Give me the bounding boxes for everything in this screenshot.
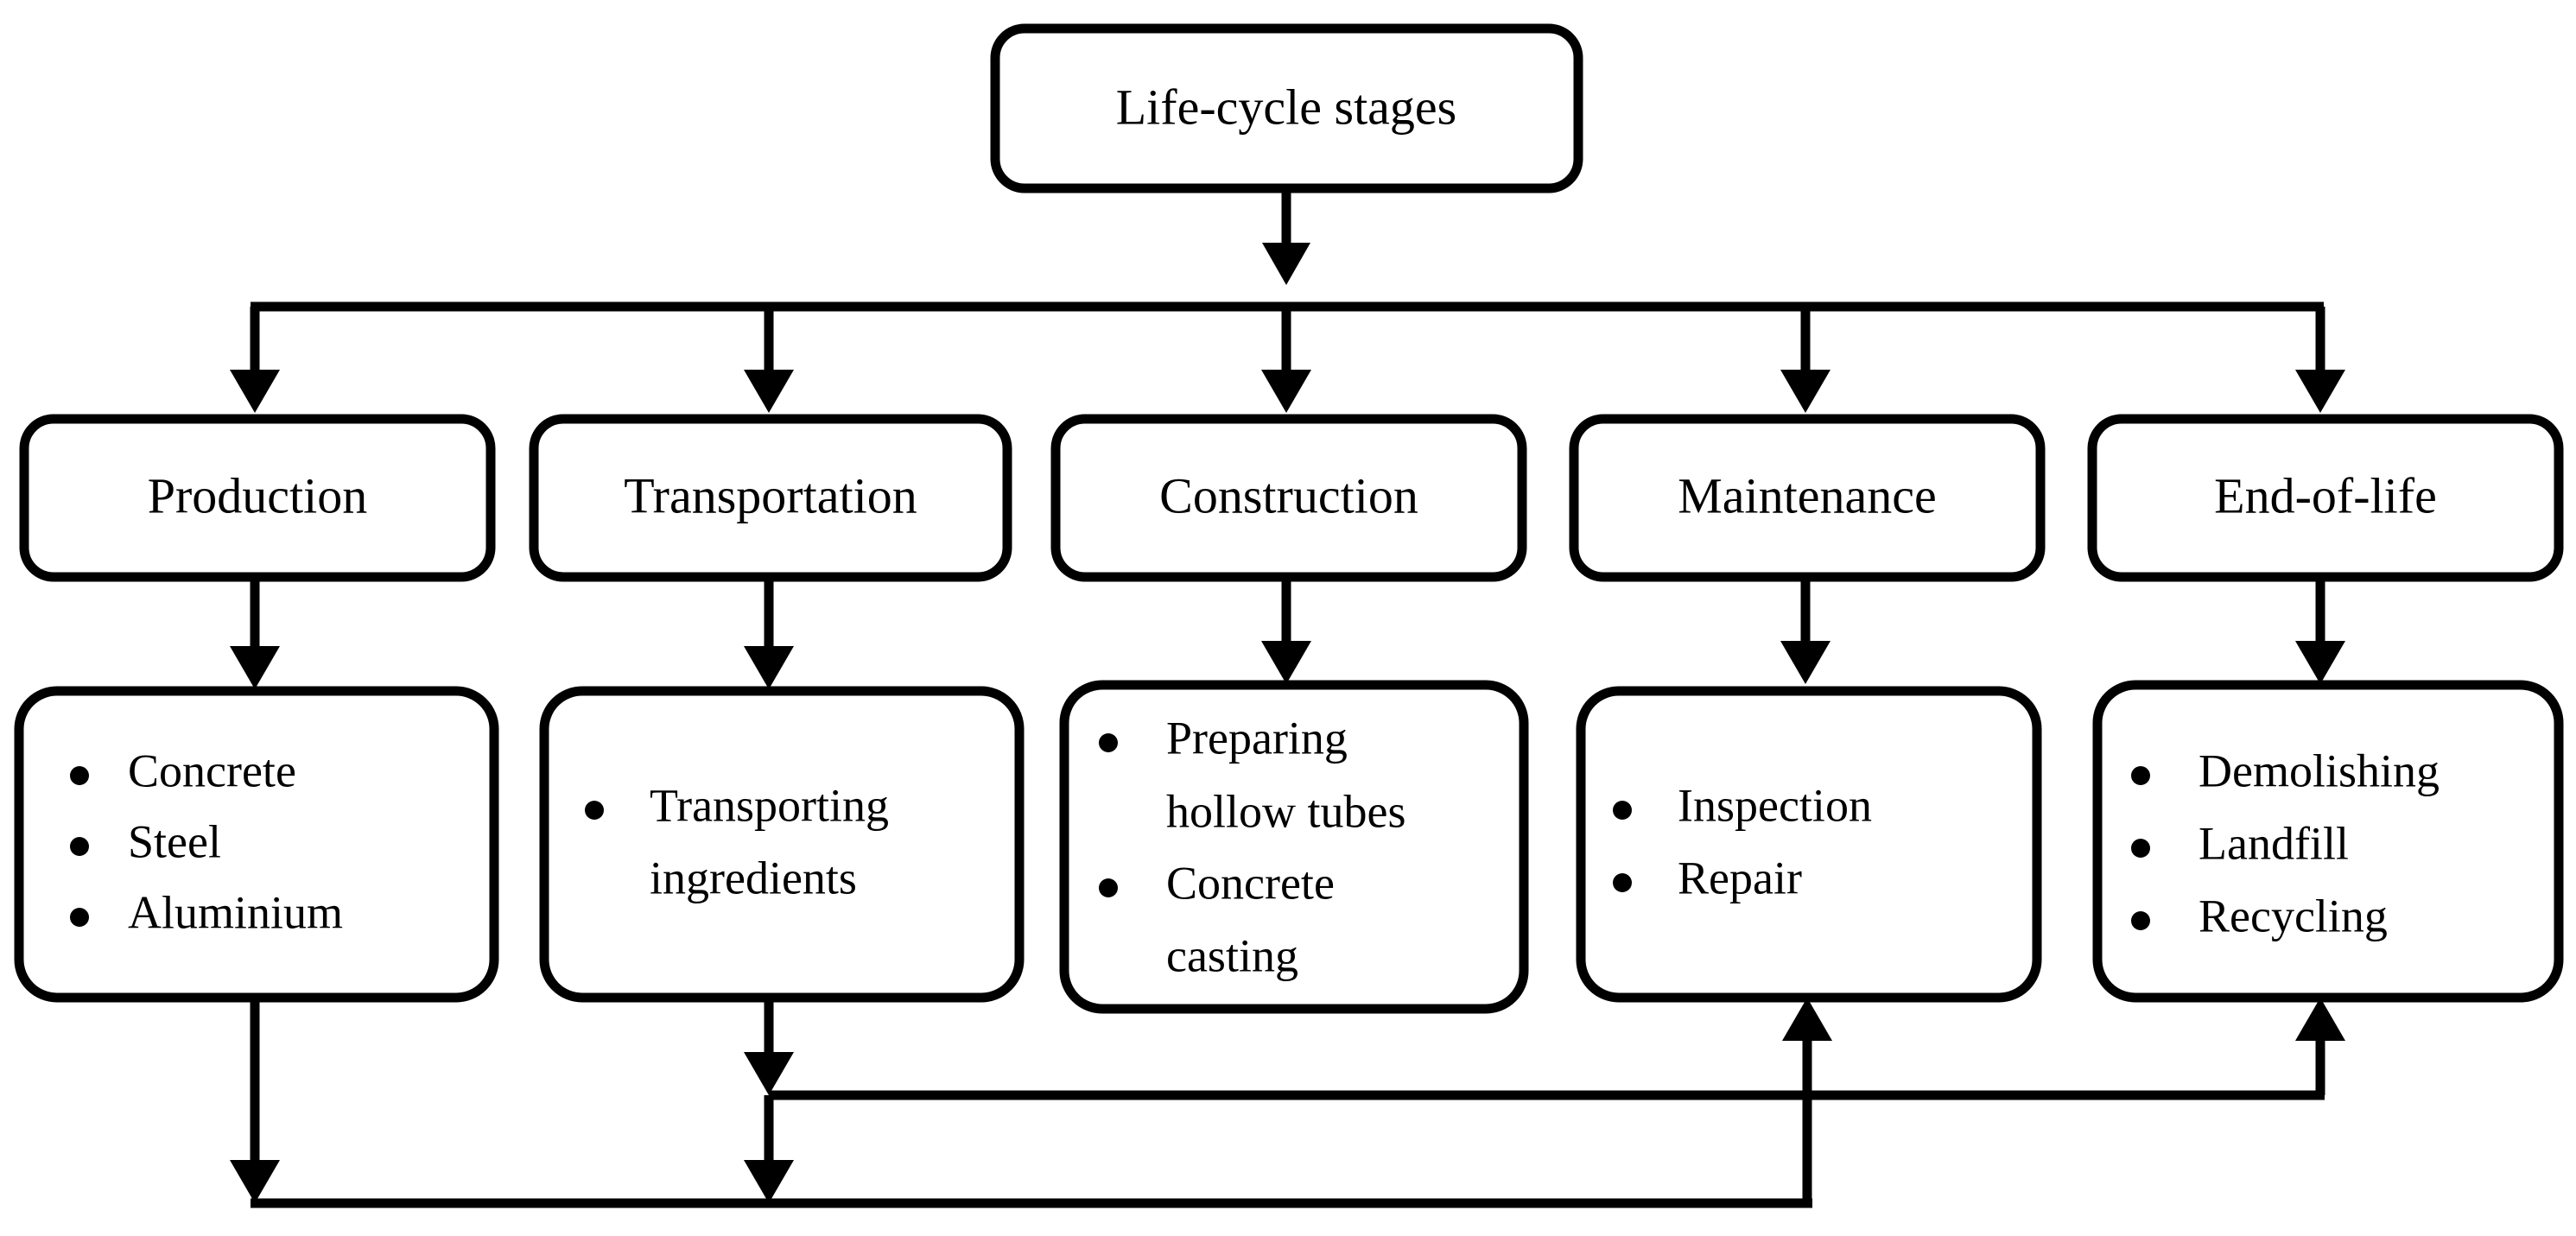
bullet-icon [2131,766,2150,785]
root-label: Life-cycle stages [1116,79,1457,135]
arrow-down-icon [230,1160,280,1203]
bullet-icon [2131,911,2150,930]
arrow-down-icon [744,370,794,413]
arrow-down-icon [1261,641,1311,684]
connector-construction-to-details [1261,577,1311,684]
node-stage-transportation[interactable]: Transportation [529,414,1012,582]
stage-endoflife-box [2087,414,2564,582]
detail-item-text: Aluminium [128,886,343,938]
detail-item-text: Concrete [1166,857,1335,909]
arrow-down-icon [1262,243,1310,285]
connector-endoflife-to-details [2295,577,2345,684]
arrow-down-icon [230,646,280,689]
arrow-down-icon [744,646,794,689]
connector-maintenance-to-details [1780,577,1830,684]
bullet-icon [1613,801,1632,820]
node-details-production[interactable]: Concrete Steel Aluminium [14,686,499,1003]
connector-production-feedback [230,998,280,1203]
bullet-icon [70,766,89,785]
detail-item-text: Concrete [128,745,296,796]
node-stage-maintenance[interactable]: Maintenance [1569,414,2046,582]
distribution-bus [230,301,2345,413]
arrow-down-icon [744,1160,794,1203]
details-maintenance-box [1576,686,2042,1003]
bullet-icon [70,837,89,856]
arrow-down-icon [1780,370,1830,413]
node-stage-endoflife[interactable]: End-of-life [2087,414,2564,582]
connector-production-to-details [230,577,280,689]
bullet-icon [1613,873,1632,892]
node-details-endoflife[interactable]: Demolishing Landfill Recycling [2092,680,2564,1003]
connector-transportation-feedback [744,998,794,1203]
detail-item-text-cont: casting [1166,929,1298,981]
detail-item-text-cont: hollow tubes [1166,785,1406,837]
detail-item-text: Inspection [1678,779,1872,831]
stage-endoflife-label: End-of-life [2214,467,2437,523]
node-root[interactable]: Life-cycle stages [990,23,1583,193]
connector-root-to-bus [1262,188,1310,285]
bullet-icon [1099,733,1118,752]
bullet-icon [2131,839,2150,858]
arrow-down-icon [2295,370,2345,413]
arrow-down-icon [744,1052,794,1095]
detail-item-text: Steel [128,815,221,867]
return-line-bottom [251,998,1832,1208]
node-details-transportation[interactable]: Transporting ingredients [539,686,1025,1003]
bullet-icon [585,801,604,820]
node-details-maintenance[interactable]: Inspection Repair [1576,686,2042,1003]
detail-item-text: Demolishing [2198,745,2440,796]
stage-production-label: Production [148,467,368,523]
arrow-down-icon [1780,641,1830,684]
detail-item-text: Recycling [2198,890,2388,941]
arrow-down-icon [1261,370,1311,413]
details-production-box [14,686,499,1003]
details-endoflife-box [2092,680,2564,1003]
arrow-up-icon [2295,998,2345,1041]
detail-item-text: Landfill [2198,817,2349,869]
detail-item-text: Preparing [1166,712,1348,764]
detail-item-text: Repair [1678,852,1802,903]
stage-transportation-label: Transportation [624,467,917,523]
stage-construction-label: Construction [1159,467,1418,523]
connector-transportation-to-details [744,577,794,689]
bullet-icon [1099,878,1118,897]
arrow-up-icon [1782,998,1832,1041]
bullet-icon [70,908,89,927]
detail-item-text: Transporting [650,779,889,831]
arrow-down-icon [2295,641,2345,684]
arrow-down-icon [230,370,280,413]
node-stage-production[interactable]: Production [19,414,496,582]
details-construction-box [1059,680,1529,1014]
stage-maintenance-label: Maintenance [1678,467,1937,523]
details-transportation-box [539,686,1025,1003]
return-line-upper [769,998,2345,1100]
node-stage-construction[interactable]: Construction [1050,414,1527,582]
detail-item-text-cont: ingredients [650,852,857,903]
node-details-construction[interactable]: Preparing hollow tubes Concrete casting [1059,680,1529,1014]
